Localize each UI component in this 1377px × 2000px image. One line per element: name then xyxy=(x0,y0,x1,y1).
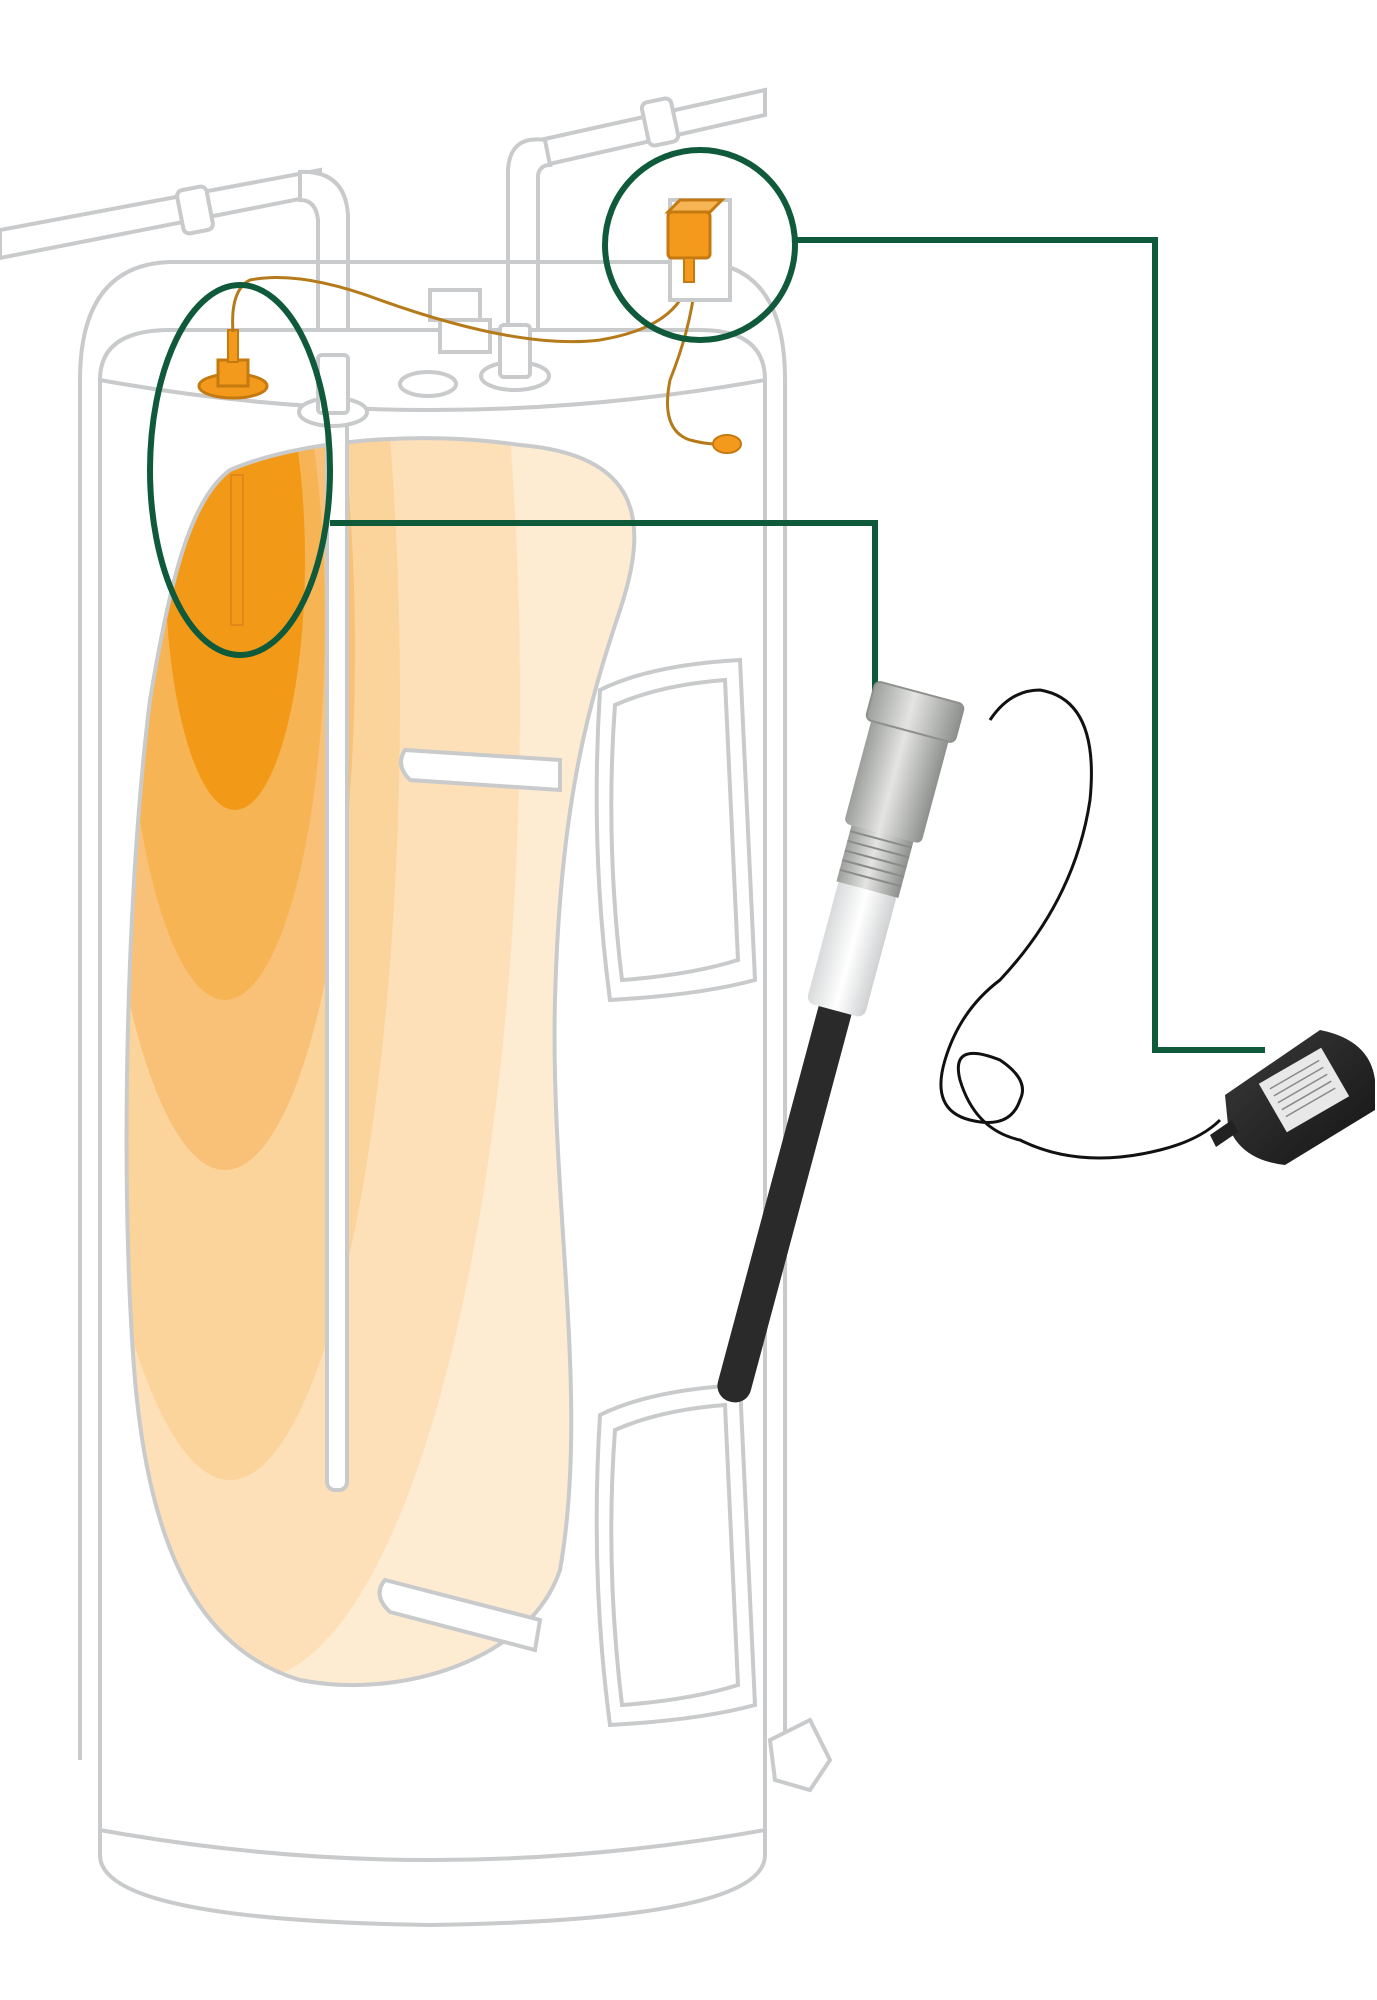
pipe-union-right xyxy=(639,96,681,148)
lower-access-panel-inner xyxy=(609,1402,741,1708)
pipes xyxy=(0,87,767,372)
dip-tube xyxy=(325,418,349,1492)
anode-cap xyxy=(197,329,269,400)
internal-parts xyxy=(230,418,562,1653)
callout-line-adapter xyxy=(795,237,1265,1053)
anode-rod-cable xyxy=(939,688,1222,1160)
supply-pipe-left xyxy=(0,167,322,261)
relief-valve xyxy=(428,288,492,354)
pipe-union-left xyxy=(175,184,215,236)
tank-bottom-rim xyxy=(99,1828,766,1862)
wire-end-cap xyxy=(712,434,742,454)
hot-outlet-nipple xyxy=(498,323,532,379)
anode-rod-body xyxy=(845,716,949,843)
ac-power-adapter xyxy=(1210,1030,1375,1165)
anode-rod-icon xyxy=(865,681,965,743)
wall-outlet xyxy=(664,198,732,302)
old-anode-rod xyxy=(230,474,244,626)
top-fittings xyxy=(297,288,833,1793)
drain-valve xyxy=(767,1717,833,1793)
anode-rod-rod xyxy=(717,995,852,1403)
callout-anode-cap xyxy=(147,282,333,658)
water-outline xyxy=(124,436,637,1688)
upper-access-panel xyxy=(594,657,758,1003)
callout-wall-adapter xyxy=(602,147,798,343)
anode-cap-stem xyxy=(227,329,239,363)
lower-access-panel xyxy=(594,1382,758,1728)
center-port xyxy=(398,370,458,398)
upper-heating-element xyxy=(399,747,562,793)
adapter-label xyxy=(1258,1047,1350,1133)
tank-top-rim xyxy=(99,378,766,412)
tank-back-frame xyxy=(78,260,787,1760)
access-panels xyxy=(594,657,758,1728)
titanium-anode-rod xyxy=(717,681,965,1403)
plug-adapter-icon xyxy=(666,210,712,260)
adapter-plug-tip xyxy=(1210,1120,1238,1147)
upper-access-panel-inner xyxy=(609,677,741,983)
anode-cap-nut xyxy=(216,358,250,388)
anode-rod-insulator xyxy=(807,878,896,1017)
lower-heating-element xyxy=(377,1577,543,1653)
